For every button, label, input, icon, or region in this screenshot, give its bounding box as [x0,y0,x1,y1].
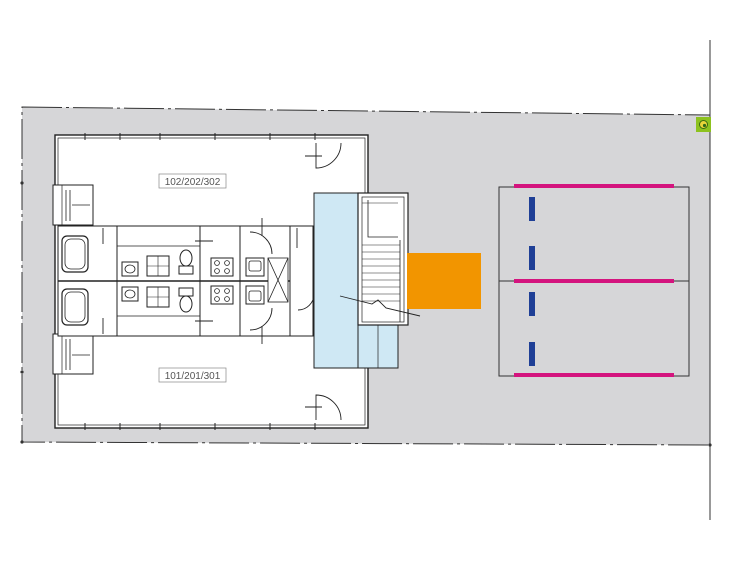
sink-icon [245,285,265,305]
unit-label-upper-text: 102/202/302 [165,177,221,188]
unit-label-upper: 102/202/302 [158,173,227,189]
sink-icon [121,286,139,302]
stove-icon [210,285,234,305]
entrance-canopy [407,253,481,309]
site-corner-point [20,440,24,444]
parking-line [514,373,674,377]
unit-label-lower-text: 101/201/301 [165,371,221,382]
parking-line [514,184,674,188]
bathtub-icon [61,235,89,273]
unit-label-lower: 101/201/301 [158,367,227,383]
sink-icon [245,257,265,277]
site-corner-point [708,443,712,447]
storage-closet [267,257,289,303]
side-bay-marks [65,190,90,370]
sink-icon [121,261,139,277]
parking-area [498,184,690,377]
toilet-icon [178,249,194,275]
staircase [339,192,421,326]
stove-icon [210,257,234,277]
green-dot-marker-icon [696,117,711,132]
parking-line [514,279,674,283]
wheel-stop [529,246,535,270]
washer-space [146,255,170,277]
toilet-icon [178,287,194,313]
site-corner-point [20,181,24,185]
wheel-stop [529,342,535,366]
wheel-stop [529,197,535,221]
washer-space [146,286,170,308]
wheel-stop [529,292,535,316]
site-corner-point [20,370,24,374]
bathtub-icon [61,288,89,326]
